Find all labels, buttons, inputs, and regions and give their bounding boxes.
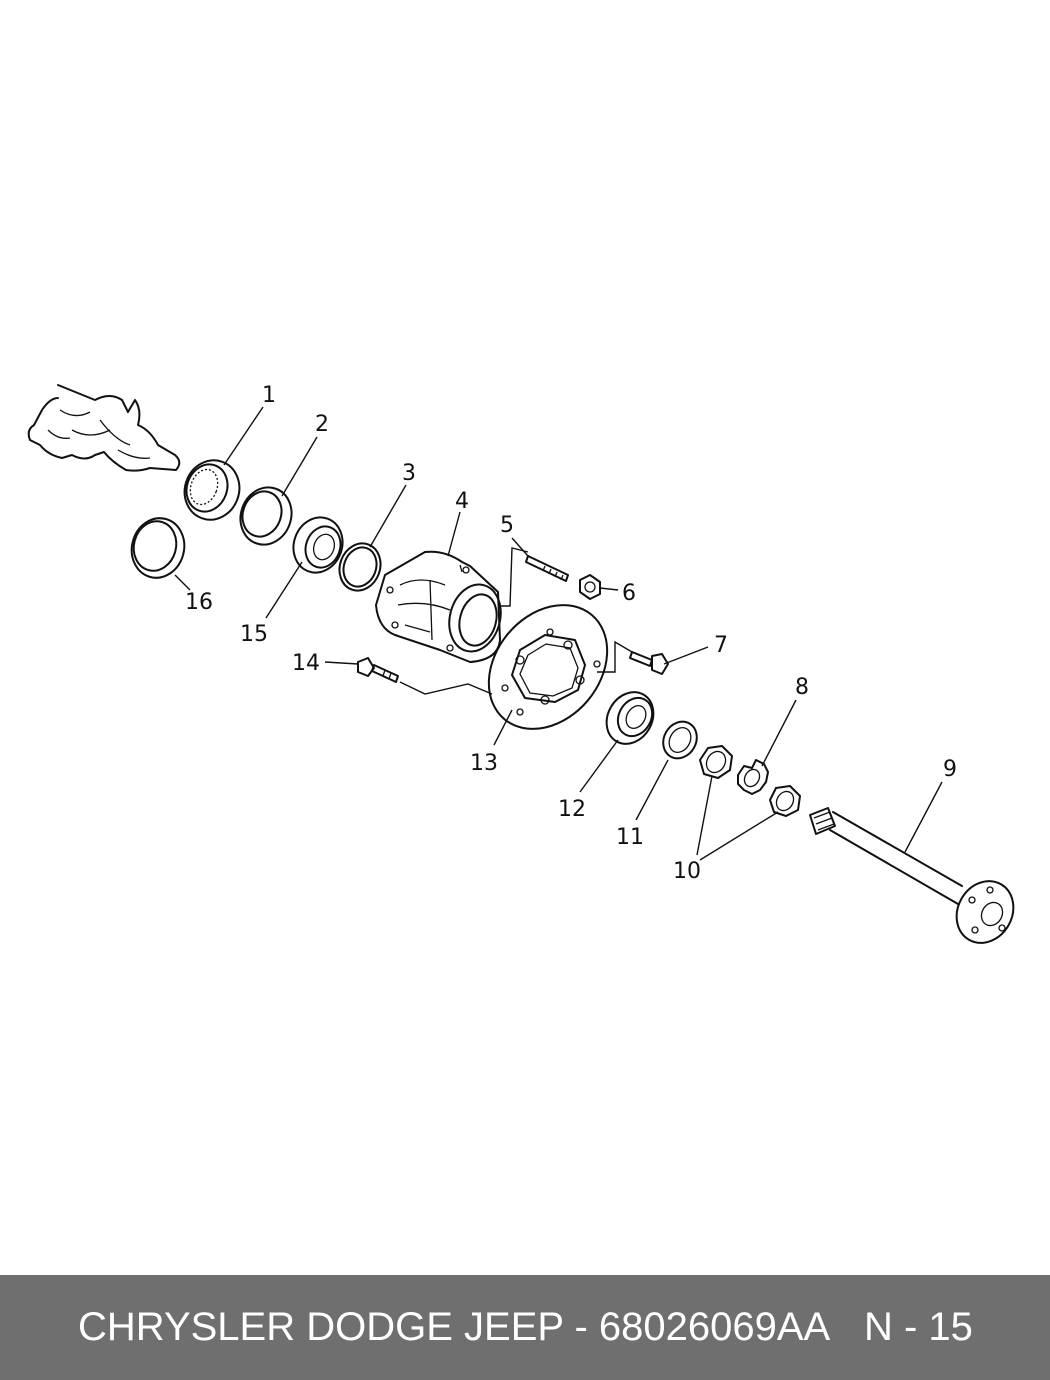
callout-9: 9: [943, 757, 957, 782]
callout-1: 1: [262, 383, 276, 408]
callout-2: 2: [315, 412, 329, 437]
callout-14: 14: [292, 651, 320, 676]
exploded-parts-diagram: 1 2 3 4 5 6 7 8 9 10 11 12 13 14 15 16: [27, 383, 1015, 944]
part-13-flange-plate: [487, 604, 609, 730]
callout-4: 4: [455, 489, 469, 514]
callout-8: 8: [795, 675, 809, 700]
part-14-bolt: [357, 657, 399, 683]
part-10-nut-a: [699, 745, 733, 779]
callout-12: 12: [558, 797, 586, 822]
part-16-seal: [130, 517, 186, 579]
callout-10: 10: [673, 859, 701, 884]
part-3-o-ring: [338, 542, 382, 592]
callout-labels: 1 2 3 4 5 6 7 8 9 10 11 12 13 14 15 16: [185, 383, 957, 884]
part-11-washer: [662, 720, 698, 760]
callout-13: 13: [470, 751, 498, 776]
part-8-lock-washer: [737, 759, 769, 795]
part-15-bearing: [292, 516, 344, 574]
callout-15: 15: [240, 622, 268, 647]
leader-lines: [174, 406, 943, 861]
callout-11: 11: [616, 825, 644, 850]
part-7-bolt: [629, 651, 669, 675]
part-5-stud: [525, 555, 569, 582]
part-2-race: [239, 486, 293, 546]
part-9-axle-shaft: [809, 807, 1015, 944]
part-12-bearing: [605, 691, 655, 745]
callout-6: 6: [622, 581, 636, 606]
footer-page-number: N - 15: [864, 1305, 973, 1349]
part-1-bearing: [183, 459, 241, 521]
part-6-nut: [579, 574, 601, 600]
part-4-carrier-housing: [375, 550, 502, 663]
callout-5: 5: [500, 513, 514, 538]
footer-bar: CHRYSLER DODGE JEEP - 68026069AA N - 15: [0, 1275, 1050, 1380]
part-10-nut-b: [769, 785, 801, 817]
callout-3: 3: [402, 461, 416, 486]
axle-housing-fragment: [27, 384, 181, 472]
footer-title: CHRYSLER DODGE JEEP - 68026069AA: [78, 1305, 831, 1349]
callout-7: 7: [714, 633, 728, 658]
callout-16: 16: [185, 590, 213, 615]
